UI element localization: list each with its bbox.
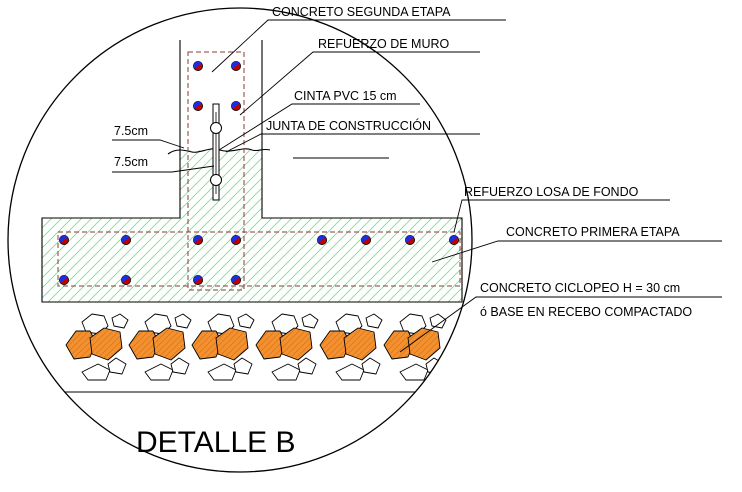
gravel-stone — [237, 313, 255, 329]
rebar-dot-shade — [193, 101, 202, 109]
gravel-stone — [111, 313, 129, 329]
gravel-stone — [361, 357, 381, 375]
cyclopean-stone — [343, 327, 377, 361]
gravel-stone — [399, 363, 429, 381]
label-concreto-ciclopeo: CONCRETO CICLOPEO H = 30 cm — [480, 281, 680, 295]
pvc-waterstop — [210, 103, 222, 201]
gravel-stone — [335, 363, 365, 381]
rebar-dot-shade — [231, 275, 240, 283]
gravel-stone — [81, 363, 111, 381]
concrete-body — [41, 40, 463, 303]
label-concreto-segunda-etapa: CONCRETO SEGUNDA ETAPA — [272, 5, 451, 19]
gravel-stone — [429, 313, 447, 329]
detail-title: DETALLE B — [136, 426, 296, 459]
rebar-dot-shade — [317, 235, 326, 243]
rebar-dot-shade — [361, 235, 370, 243]
gravel-stone — [301, 313, 319, 329]
rebar-dot-shade — [121, 275, 130, 283]
gravel-stone — [233, 357, 253, 375]
rebar-dot-shade — [231, 235, 240, 243]
label-refuerzo-losa-de-fondo: REFUERZO LOSA DE FONDO — [464, 185, 639, 199]
cyclopean-stone — [279, 327, 313, 361]
gravel-stone — [107, 357, 127, 375]
gravel-stone — [365, 313, 383, 329]
rebar-points — [59, 61, 459, 285]
gravel-stone — [271, 363, 301, 381]
detail-circle — [7, 7, 473, 473]
callout-labels: CONCRETO SEGUNDA ETAPA REFUERZO DE MURO … — [114, 5, 692, 459]
cyclopean-stone — [407, 327, 441, 361]
label-cinta-pvc: CINTA PVC 15 cm — [294, 89, 397, 103]
label-base-recebo: ó BASE EN RECEBO COMPACTADO — [480, 305, 692, 319]
rebar-dot-shade — [59, 275, 68, 283]
ciclopeo-base — [65, 313, 447, 381]
rebar-dot-shade — [59, 235, 68, 243]
cyclopean-stone — [89, 327, 123, 361]
label-dim-lower: 7.5cm — [114, 155, 148, 169]
rebar-dot-shade — [405, 235, 414, 243]
label-dim-upper: 7.5cm — [114, 124, 148, 138]
rebar-cages — [57, 51, 461, 291]
gravel-stone — [207, 363, 237, 381]
label-junta-de-construccion: JUNTA DE CONSTRUCCIÓN — [266, 118, 431, 133]
gravel-stone — [170, 357, 190, 375]
gravel-stone — [297, 357, 317, 375]
rebar-dot-shade — [121, 235, 130, 243]
gravel-stone — [144, 363, 174, 381]
rebar-dot-shade — [449, 235, 458, 243]
rebar-dot-shade — [193, 275, 202, 283]
cyclopean-stone — [152, 327, 186, 361]
label-refuerzo-de-muro: REFUERZO DE MURO — [318, 37, 450, 51]
cyclopean-stone — [215, 327, 249, 361]
rebar-dot-shade — [231, 101, 240, 109]
rebar-dot-shade — [193, 235, 202, 243]
rebar-dot-shade — [193, 61, 202, 69]
label-concreto-primera-etapa: CONCRETO PRIMERA ETAPA — [506, 225, 680, 239]
rebar-dot-shade — [231, 61, 240, 69]
gravel-stone — [174, 313, 192, 329]
leader-lines — [112, 19, 722, 353]
